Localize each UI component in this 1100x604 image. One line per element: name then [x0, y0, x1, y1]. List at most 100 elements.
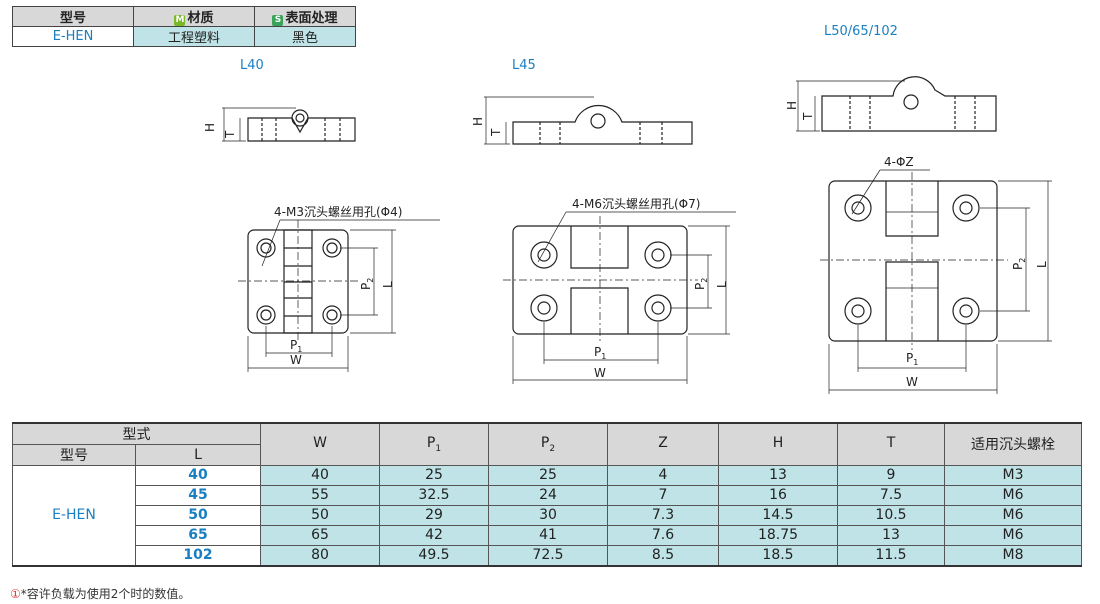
col-header-model: 型号	[12, 444, 136, 466]
side-view-l40	[222, 107, 356, 142]
cell: 13	[718, 465, 838, 486]
dim-t-l45: T	[489, 128, 503, 137]
dim-t-l40: T	[223, 130, 237, 139]
dim-p2-l45: P2	[693, 278, 709, 290]
cell: 10.5	[837, 505, 945, 526]
cell: 80	[260, 545, 380, 567]
cell: 40	[260, 465, 380, 486]
col-header: P1	[379, 422, 489, 466]
group-header: 型式	[12, 422, 261, 445]
dim-t-l50: T	[801, 112, 815, 121]
cell: 24	[488, 485, 608, 506]
dim-p2-l40: P2	[359, 278, 375, 290]
cell: 30	[488, 505, 608, 526]
col-header-l: L	[135, 444, 261, 466]
cell: 41	[488, 525, 608, 546]
cell: 7	[607, 485, 719, 506]
surface-tag-icon: S	[272, 15, 284, 26]
dim-w-l50: W	[906, 375, 918, 389]
l-cell: 65	[135, 525, 261, 546]
cell: 49.5	[379, 545, 489, 567]
dim-h-l45: H	[471, 117, 485, 126]
cell: 7.3	[607, 505, 719, 526]
dim-p2-l50: P2	[1011, 258, 1027, 270]
cell: 11.5	[837, 545, 945, 567]
col-header: P2	[488, 422, 608, 466]
note-icon: ①	[10, 587, 21, 601]
dim-l-l40: L	[381, 281, 395, 288]
cell: 65	[260, 525, 380, 546]
plan-view-l45	[503, 211, 736, 384]
table-row: E-HEN 40 40 25 25 4 13 9 M3	[12, 465, 1082, 567]
material-tag-icon: M	[174, 15, 186, 26]
cell: 8.5	[607, 545, 719, 567]
dim-l-l50: L	[1035, 261, 1049, 268]
l-cell: 50	[135, 505, 261, 526]
cell: 25	[379, 465, 489, 486]
cell: 18.5	[718, 545, 838, 567]
hole-note-l40: 4-M3沉头螺丝用孔(Φ4)	[274, 205, 402, 219]
l-cell: 45	[135, 485, 261, 506]
dim-w-l40: W	[290, 353, 302, 367]
note-text: *容许负载为使用2个时的数值。	[20, 587, 191, 601]
col-header: H	[718, 422, 838, 466]
side-view-l50	[796, 76, 997, 132]
dim-p1-l40: P1	[290, 338, 302, 354]
cell: 13	[837, 525, 945, 546]
table-row: 102 80 49.5 72.5 8.5 18.5 11.5 M8	[13, 545, 1082, 567]
cell: 14.5	[718, 505, 838, 526]
dim-p1-l50: P1	[906, 351, 918, 367]
cell: 16	[718, 485, 838, 506]
figure-label-l40: L40	[240, 58, 264, 73]
spec-model-value: E-HEN	[12, 26, 134, 47]
cell: 72.5	[488, 545, 608, 567]
table-row: 65 65 42 41 7.6 18.75 13 M6	[13, 525, 1082, 546]
hole-note-l45: 4-M6沉头螺丝用孔(Φ7)	[572, 197, 700, 211]
dim-l-l45: L	[715, 281, 729, 288]
cell: 55	[260, 485, 380, 506]
cell: M6	[944, 505, 1082, 526]
cell: M6	[944, 485, 1082, 506]
spec-surface-value: 黑色	[254, 26, 356, 47]
cell: 7.6	[607, 525, 719, 546]
cell: 18.75	[718, 525, 838, 546]
col-header: Z	[607, 422, 719, 466]
footnote: ①*容许负载为使用2个时的数值。	[10, 585, 190, 602]
hinge-drawings: H T H T H T	[203, 76, 1052, 394]
col-header: T	[837, 422, 945, 466]
cell: 4	[607, 465, 719, 486]
spec-material-value: 工程塑料	[133, 26, 255, 47]
hole-note-l50: 4-ΦZ	[884, 155, 914, 169]
dimension-table: 型式 W P1 P2 Z H T 适用沉头螺栓 型号 L E-HEN 40 40…	[12, 422, 1082, 567]
col-header: 适用沉头螺栓	[944, 422, 1082, 466]
model-cell: E-HEN	[12, 465, 136, 567]
cell: 50	[260, 505, 380, 526]
l-cell: 40	[135, 465, 261, 486]
cell: M8	[944, 545, 1082, 567]
l-cell: 102	[135, 545, 261, 567]
figure-label-l50: L50/65/102	[824, 24, 898, 39]
cell: 42	[379, 525, 489, 546]
dim-w-l45: W	[594, 366, 606, 380]
dim-h-l40: H	[203, 123, 217, 132]
plan-view-l50	[820, 169, 1052, 394]
cell: 32.5	[379, 485, 489, 506]
table-row: 50 50 29 30 7.3 14.5 10.5 M6	[13, 505, 1082, 526]
cell: M3	[944, 465, 1082, 486]
figure-label-l45: L45	[512, 58, 536, 73]
cell: M6	[944, 525, 1082, 546]
plan-view-l40	[238, 219, 440, 372]
cell: 25	[488, 465, 608, 486]
side-view-l45	[484, 96, 693, 145]
dim-p1-l45: P1	[594, 345, 606, 361]
cell: 7.5	[837, 485, 945, 506]
table-row: 45 55 32.5 24 7 16 7.5 M6	[13, 485, 1082, 506]
cell: 29	[379, 505, 489, 526]
col-header: W	[260, 422, 380, 466]
spec-header-model: 型号	[12, 6, 134, 27]
cell: 9	[837, 465, 945, 486]
dim-h-l50: H	[785, 101, 799, 110]
